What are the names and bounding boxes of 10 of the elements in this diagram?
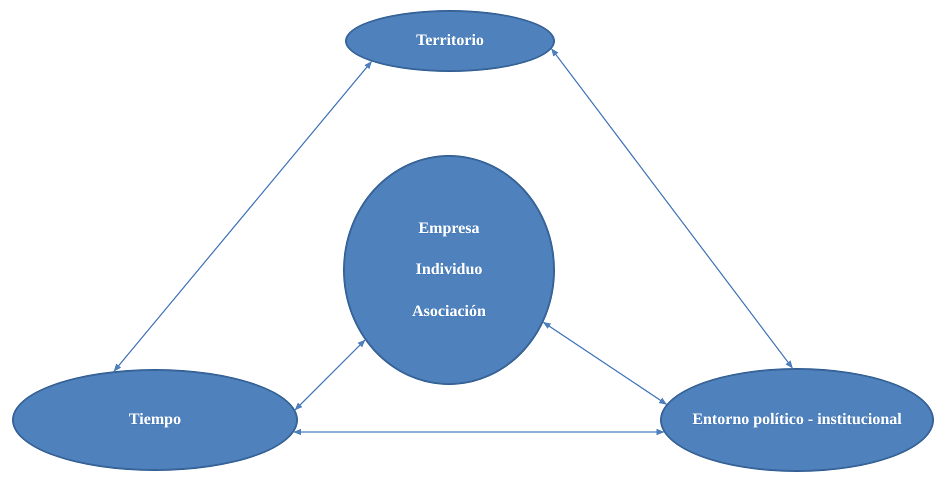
node-label: Entorno político - institucional <box>692 410 902 430</box>
node-label: Asociación <box>412 302 486 321</box>
node-label: Territorio <box>416 31 484 51</box>
double-arrow <box>294 340 366 410</box>
node-label: Empresa <box>418 219 480 238</box>
node-label: Tiempo <box>128 410 182 430</box>
double-arrow <box>551 48 793 369</box>
node-label: Individuo <box>416 260 482 280</box>
double-arrow <box>542 322 668 405</box>
double-arrow <box>114 60 372 372</box>
